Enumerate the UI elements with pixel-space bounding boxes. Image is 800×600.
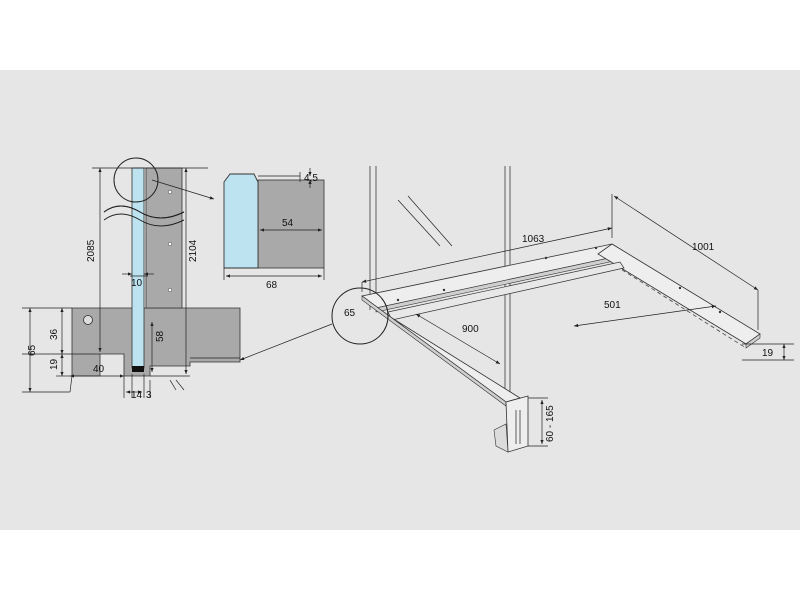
dim-1063: 1063 <box>522 234 545 245</box>
side-beam <box>597 243 761 345</box>
section-view: 2085 2104 10 58 36 65 19 40 14 3 <box>22 157 241 401</box>
wall-profile <box>145 167 183 309</box>
dim-2085: 2085 <box>86 239 97 262</box>
dim-501: 501 <box>604 300 621 311</box>
dim-2104: 2104 <box>188 239 199 262</box>
dim-3: 3 <box>146 390 152 401</box>
dim-14: 14 <box>131 390 143 401</box>
dim-19-frame: 19 <box>762 348 774 359</box>
dim-58: 58 <box>155 330 166 342</box>
dim-36: 36 <box>49 328 60 340</box>
glass-panel <box>131 167 145 369</box>
front-beam <box>361 295 521 403</box>
detail-profile <box>257 179 325 269</box>
adjustable-bracket <box>505 395 529 453</box>
glass-seal <box>132 366 144 372</box>
dim-4-5: 4,5 <box>304 173 318 184</box>
dim-10: 10 <box>131 278 143 289</box>
dim-68: 68 <box>266 280 278 291</box>
dim-19: 19 <box>49 358 60 370</box>
enlarged-detail: 4,5 54 68 <box>223 168 325 291</box>
dim-60-165: 60 - 165 <box>545 405 556 442</box>
frame-view: 1063 1001 501 900 65 19 60 - 165 <box>239 166 794 453</box>
dim-65-frame: 65 <box>344 308 356 319</box>
dim-40: 40 <box>93 364 105 375</box>
dim-65: 65 <box>27 344 38 356</box>
screw-hole <box>83 315 93 325</box>
dim-1001: 1001 <box>692 242 715 253</box>
detail-glass <box>223 173 259 269</box>
frame-detail-circle <box>331 287 389 345</box>
dim-900: 900 <box>462 324 479 335</box>
dim-54: 54 <box>282 218 294 229</box>
detail-circle <box>113 157 159 203</box>
